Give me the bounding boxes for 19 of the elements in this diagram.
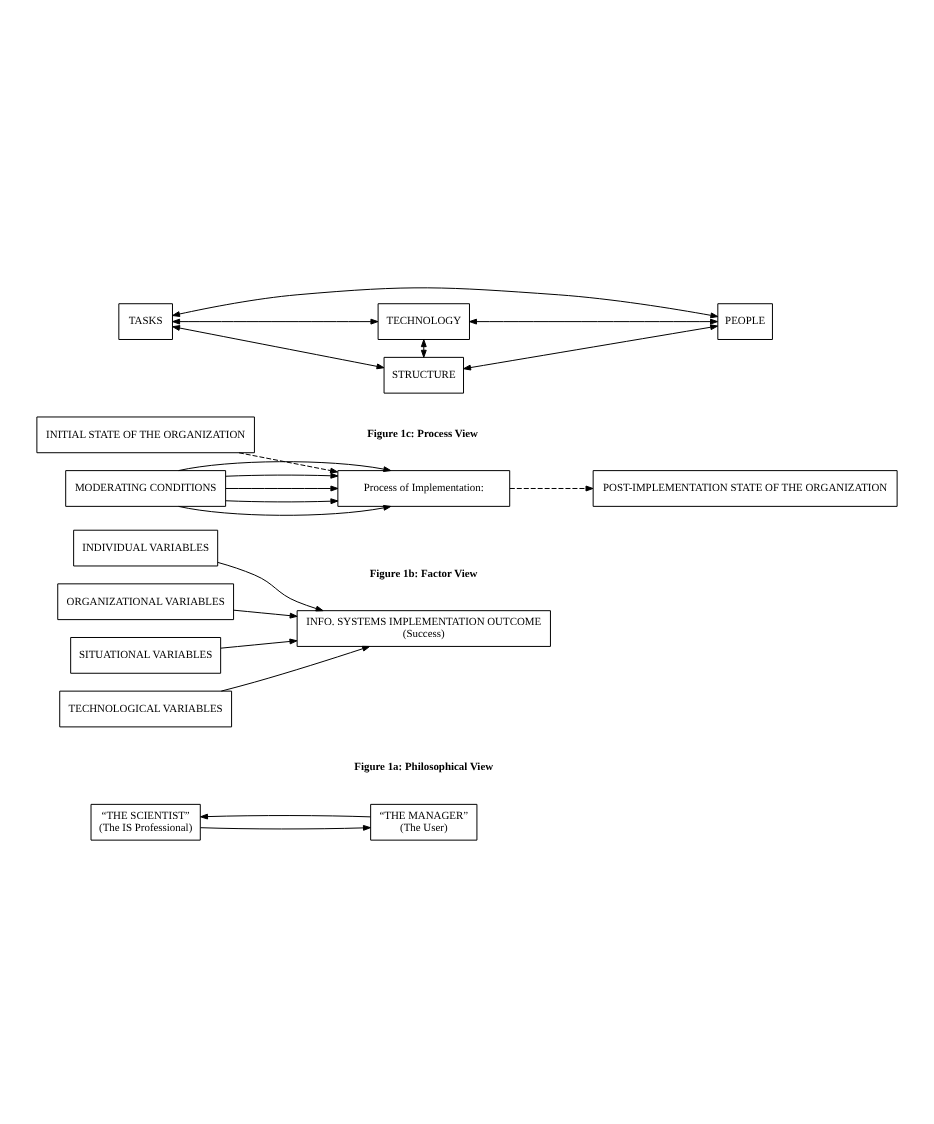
arrow — [200, 824, 371, 831]
arrow — [233, 609, 298, 619]
arrow — [220, 645, 371, 692]
arrow — [469, 318, 718, 325]
arrow — [217, 561, 324, 612]
arrow — [238, 452, 339, 474]
arrow — [172, 287, 719, 319]
arrow — [225, 485, 339, 492]
arrow — [172, 318, 379, 325]
arrow — [225, 498, 339, 505]
arrow — [509, 485, 594, 492]
arrow — [220, 638, 298, 649]
arrow — [420, 339, 427, 358]
arrow — [200, 813, 371, 820]
arrow — [225, 472, 339, 479]
arrow — [463, 324, 719, 371]
arrow — [178, 461, 392, 473]
arrow — [178, 504, 392, 516]
arrow — [172, 325, 385, 370]
